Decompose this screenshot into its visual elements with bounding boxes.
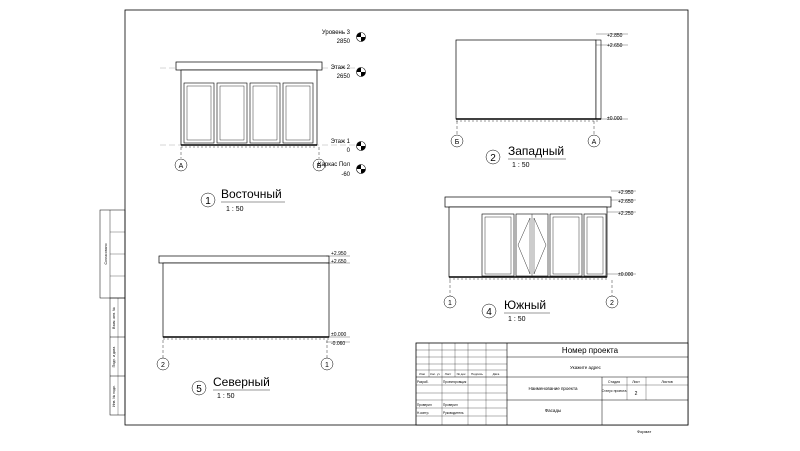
view-title: Западный — [508, 144, 564, 158]
elevation-mark: ±0.000 — [618, 272, 633, 278]
axis-bubble — [174, 158, 188, 172]
view-scale: 1 : 50 — [512, 162, 530, 169]
west-elevation: +2.850 +2.650 ±0.000 Б А — [450, 33, 628, 148]
column-header: Кол. уч — [430, 372, 440, 376]
axis-label: А — [179, 163, 184, 170]
level-markers: Уровень 3 2850 Этаж 2 2650 Этаж 1 0 Карк… — [318, 30, 366, 178]
stamp-label: Согласовано — [104, 243, 108, 264]
column-header: Лист — [445, 372, 452, 376]
view-title-east: 1 Восточный 1 : 50 — [200, 187, 285, 213]
role-label: Н.контр. — [417, 411, 429, 415]
side-stamp: Согласовано Взам. инв. № Подп. и дата Ин… — [99, 209, 126, 416]
role-name: Руководитель — [443, 411, 464, 415]
stamp-label: Подп. и дата — [112, 347, 116, 368]
level-value: -60 — [341, 172, 350, 178]
column-header: Дата — [493, 372, 500, 376]
column-header: № док — [457, 372, 466, 376]
view-scale: 1 : 50 — [226, 206, 244, 213]
axis-label: 1 — [325, 362, 329, 369]
stamp-label: Взам. инв. № — [112, 307, 116, 329]
east-elevation: А Б — [160, 61, 360, 172]
level-name: Этаж 1 — [331, 139, 351, 145]
axis-label: А — [592, 139, 597, 146]
view-number: 4 — [486, 307, 492, 318]
axis-label: 1 — [448, 300, 452, 307]
view-number: 2 — [490, 153, 496, 164]
sheet-title: Фасады — [545, 408, 562, 413]
level-value: 0 — [347, 148, 351, 154]
view-title: Северный — [213, 375, 270, 389]
level-name: Этаж 2 — [331, 65, 351, 71]
level-value: 2650 — [337, 74, 351, 80]
sheets-label: Листов — [661, 380, 673, 384]
elevation-mark: ±0.000 — [331, 332, 346, 338]
axis-label: Б — [317, 163, 322, 170]
stage-value: Статус проекта — [602, 389, 627, 393]
elevation-mark: +2.950 — [331, 251, 347, 257]
elevation-mark: +2.850 — [607, 33, 623, 39]
sheet-value: 2 — [635, 391, 638, 397]
elevation-mark: +2.650 — [607, 43, 623, 49]
role-label: Проверил — [417, 403, 432, 407]
stamp-label: Инв. № подл. — [112, 385, 116, 407]
view-title: Южный — [504, 298, 546, 312]
view-title-north: 5 Северный 1 : 50 — [191, 375, 270, 400]
axis-label: 2 — [161, 362, 165, 369]
role-name: Проверил — [443, 403, 458, 407]
elevation-mark: ±0.000 — [607, 116, 622, 122]
axis-label: Б — [455, 139, 460, 146]
view-number: 1 — [205, 196, 211, 207]
project-address: Укажите адрес — [570, 365, 602, 370]
role-name: Проектировщик — [443, 380, 467, 384]
column-header: Подпись — [471, 372, 483, 376]
sheet-label: Лист — [632, 380, 640, 384]
title-block: Изм Кол. уч Лист № док Подпись Дата Разр… — [415, 342, 689, 426]
axis-bubble — [312, 158, 326, 172]
project-name: Наименование проекта — [529, 386, 578, 391]
format-label: Формат — [637, 429, 651, 434]
elevation-mark: +2.650 — [331, 259, 347, 265]
level-name: Уровень 3 — [322, 30, 351, 36]
column-header: Изм — [419, 372, 425, 376]
project-number: Номер проекта — [562, 346, 619, 355]
elevation-mark: +2.250 — [618, 211, 634, 217]
south-elevation: +2.950 +2.650 +2.250 ±0.000 1 2 — [443, 190, 636, 309]
level-value: 2850 — [337, 39, 351, 45]
view-title-west: 2 Западный 1 : 50 — [485, 144, 566, 169]
view-scale: 1 : 50 — [508, 316, 526, 323]
view-title-south: 4 Южный 1 : 50 — [481, 298, 550, 323]
north-elevation: +2.950 +2.650 ±0.000 -0.060 2 1 — [156, 251, 350, 371]
stage-label: Стадия — [608, 380, 620, 384]
elevation-mark: -0.060 — [331, 341, 345, 347]
view-number: 5 — [196, 384, 202, 395]
elevation-mark: +2.650 — [618, 199, 634, 205]
role-label: Разраб. — [417, 380, 429, 384]
elevation-mark: +2.950 — [618, 190, 634, 196]
axis-label: 2 — [610, 300, 614, 307]
view-scale: 1 : 50 — [217, 393, 235, 400]
level-name: Каркас Пол — [318, 162, 350, 168]
view-title: Восточный — [221, 187, 282, 201]
